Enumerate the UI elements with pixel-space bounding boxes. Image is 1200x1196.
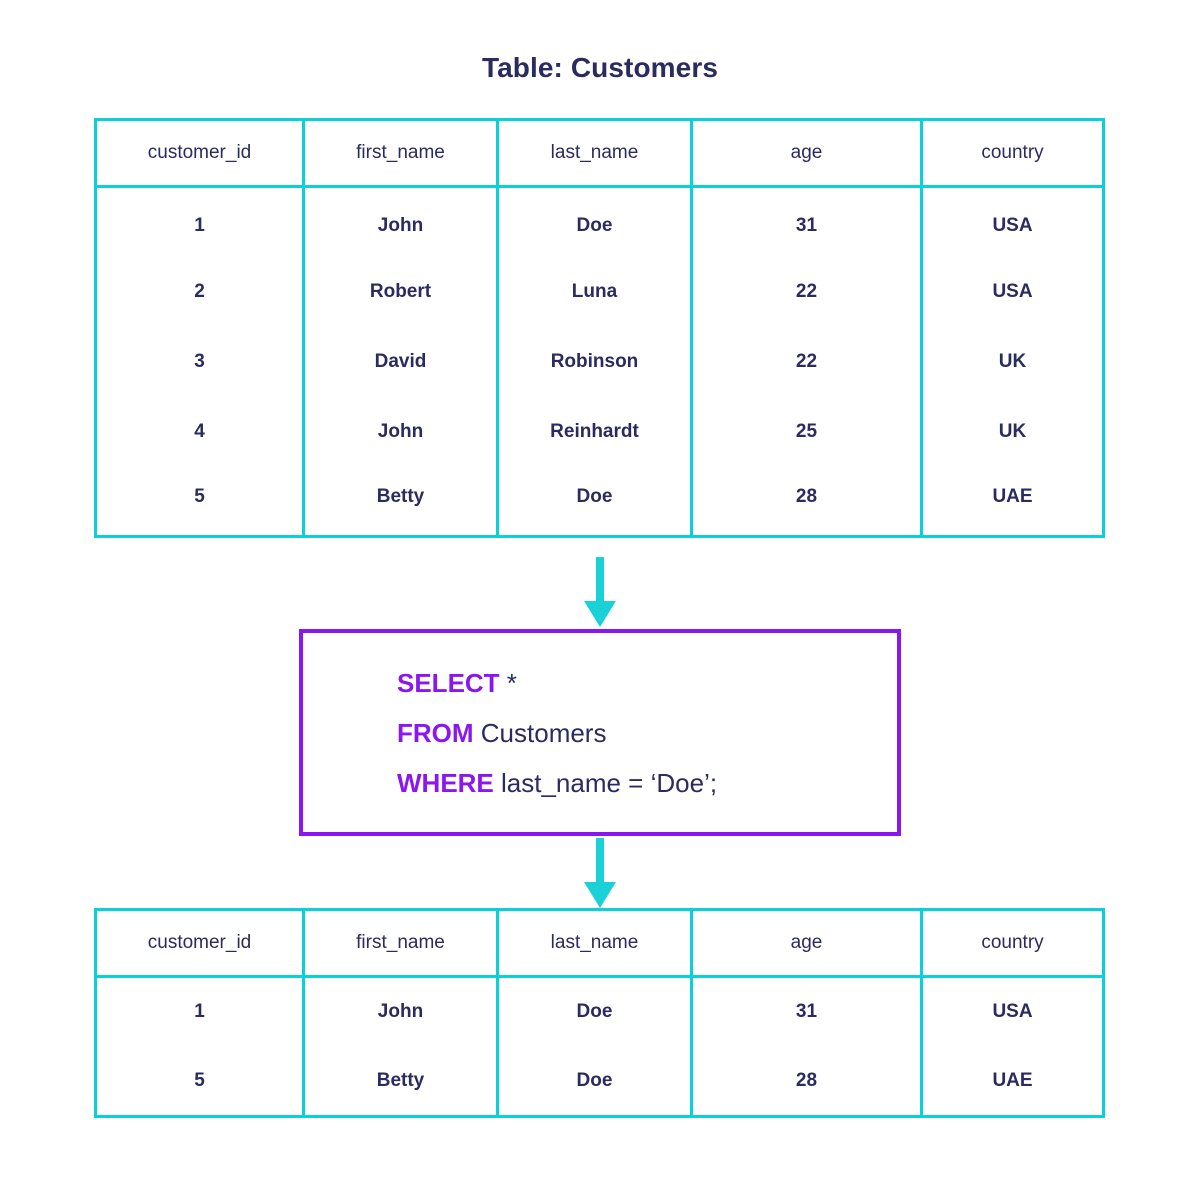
table-row: 5 Betty Doe 28 UAE (95, 466, 1104, 537)
table-row: 3 David Robinson 22 UK (95, 326, 1104, 397)
column-header-first-name: first_name (303, 119, 499, 188)
cell-first-name: John (303, 396, 499, 467)
column-header-last-name: last_name (497, 909, 693, 978)
cell-country: USA (992, 1001, 1033, 1023)
query-line-select-rest: * (499, 667, 517, 698)
column-header-customer-id: customer_id (95, 909, 305, 978)
arrow-shaft (596, 838, 604, 886)
arrow-head-icon (584, 882, 616, 908)
column-header-first-name: first_name (303, 909, 499, 978)
cell-first-name: Betty (303, 466, 499, 537)
cell-country: UAE (992, 485, 1033, 507)
cell-first-name: Robert (303, 256, 499, 327)
cell-first-name: Betty (303, 1046, 499, 1117)
query-line-where-rest: last_name = ‘Doe’; (493, 767, 718, 798)
cell-age: 31 (691, 186, 923, 257)
sql-keyword-where: WHERE (397, 767, 494, 798)
sql-query-box: SELECT * FROM Customers WHERE last_name … (299, 629, 901, 836)
column-header-country: country (921, 119, 1104, 188)
cell-last-name: Luna (497, 256, 693, 327)
result-table: customer_id first_name last_name age cou… (94, 908, 1105, 1118)
table-row: 1 John Doe 31 USA (95, 186, 1104, 257)
cell-first-name: John (303, 976, 499, 1047)
query-line-from: FROM Customers (397, 708, 897, 758)
cell-customer-id: 1 (95, 976, 305, 1047)
arrow-table-to-query (584, 557, 616, 629)
cell-first-name: David (303, 326, 499, 397)
page-title: Table: Customers (481, 52, 719, 83)
cell-last-name: Doe (497, 466, 693, 537)
cell-last-name: Doe (497, 976, 693, 1047)
cell-customer-id: 5 (95, 1046, 305, 1117)
cell-customer-id: 2 (95, 256, 305, 327)
cell-country: UK (998, 350, 1027, 372)
cell-last-name: Doe (497, 1046, 693, 1117)
cell-customer-id: 3 (95, 326, 305, 397)
cell-customer-id: 5 (95, 466, 305, 537)
cell-country: USA (992, 215, 1033, 237)
cell-age: 25 (691, 396, 923, 467)
sql-keyword-from: FROM (397, 717, 474, 748)
column-header-customer-id: customer_id (95, 119, 305, 188)
column-header-last-name: last_name (497, 119, 693, 188)
table-row: 1 John Doe 31 USA (95, 976, 1104, 1047)
cell-age: 22 (691, 326, 923, 397)
cell-customer-id: 1 (95, 186, 305, 257)
column-header-country: country (921, 909, 1104, 978)
cell-last-name: Reinhardt (497, 396, 693, 467)
cell-country: USA (992, 280, 1033, 302)
cell-country: UK (998, 420, 1027, 442)
cell-customer-id: 4 (95, 396, 305, 467)
cell-age: 22 (691, 256, 923, 327)
query-line-where: WHERE last_name = ‘Doe’; (397, 758, 897, 808)
source-table-header-row: customer_id first_name last_name age cou… (95, 119, 1104, 188)
arrow-head-icon (584, 601, 616, 627)
cell-first-name: John (303, 186, 499, 257)
table-row: 5 Betty Doe 28 UAE (95, 1046, 1104, 1117)
cell-last-name: Doe (497, 186, 693, 257)
cell-age: 28 (691, 466, 923, 537)
cell-last-name: Robinson (497, 326, 693, 397)
cell-age: 28 (691, 1046, 923, 1117)
arrow-query-to-result (584, 838, 616, 910)
cell-country: UAE (992, 1069, 1033, 1091)
query-line-from-rest: Customers (473, 717, 607, 748)
result-table-header-row: customer_id first_name last_name age cou… (95, 909, 1104, 978)
sql-keyword-select: SELECT (397, 667, 500, 698)
source-table: customer_id first_name last_name age cou… (94, 118, 1105, 538)
query-line-select: SELECT * (397, 658, 897, 708)
column-header-age: age (691, 119, 923, 188)
cell-age: 31 (691, 976, 923, 1047)
table-row: 2 Robert Luna 22 USA (95, 256, 1104, 327)
arrow-shaft (596, 557, 604, 605)
column-header-age: age (691, 909, 923, 978)
table-row: 4 John Reinhardt 25 UK (95, 396, 1104, 467)
